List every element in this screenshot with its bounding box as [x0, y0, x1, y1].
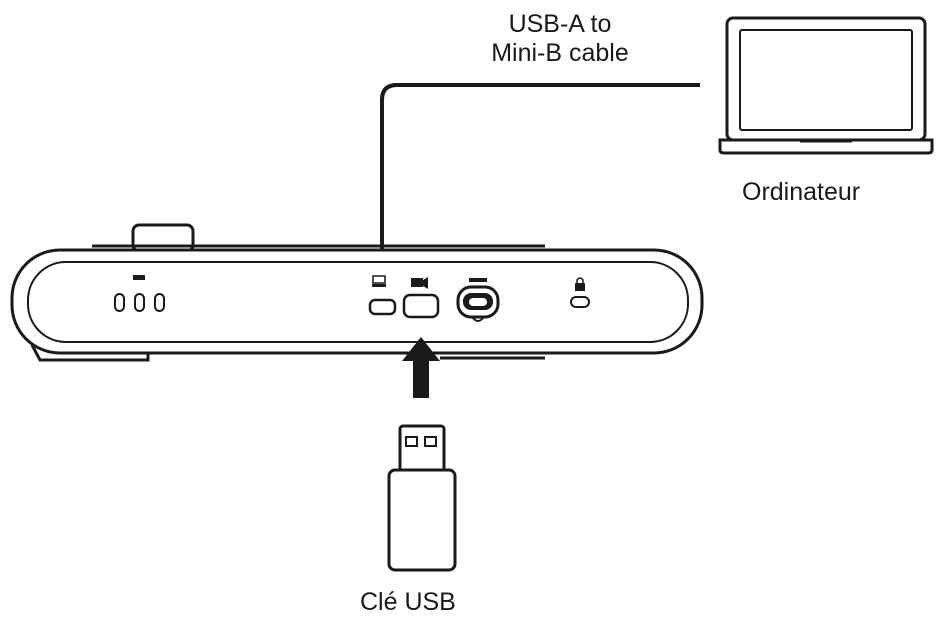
usb-a-port: [402, 277, 440, 319]
computer-label: Ordinateur: [742, 178, 861, 206]
usb-flash-drive: [387, 424, 457, 572]
camera-icon: [411, 278, 423, 287]
insert-arrow-icon: [402, 337, 440, 398]
audio-interface-device: [10, 223, 704, 362]
usb-cable: [380, 83, 700, 252]
mini-usb-port: [368, 275, 397, 316]
device-panel: [27, 261, 689, 343]
power-switch: [456, 278, 500, 322]
lock-slot: [570, 277, 590, 308]
cable-label-line2: Mini-B cable: [491, 38, 629, 67]
cable-label-line1: USB-A to: [508, 10, 612, 38]
usb-key-label: Clé USB: [360, 588, 456, 616]
lock-icon: [575, 277, 585, 291]
cable-label: USB-A to Mini-B cable: [470, 10, 650, 68]
status-leds: [114, 275, 165, 312]
laptop-icon: [718, 16, 934, 155]
